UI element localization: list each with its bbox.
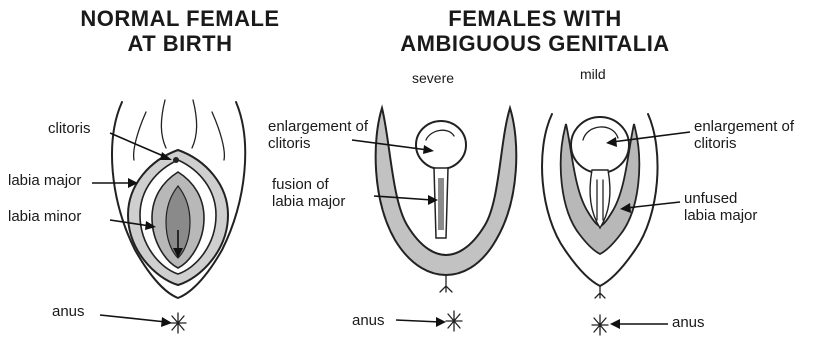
mild-genitalia-illustration	[542, 114, 658, 335]
label-labia-major: labia major	[8, 172, 81, 189]
label-anus-mild: anus	[672, 314, 705, 331]
label-enlargement-severe: enlargement of clitoris	[268, 118, 368, 152]
title-normal-female-text: NORMAL FEMALE AT BIRTH	[80, 6, 279, 56]
normal-genitalia-illustration	[112, 100, 245, 333]
label-anus-normal: anus	[52, 303, 85, 320]
severe-anus-mark	[446, 311, 462, 331]
mild-anus-mark	[592, 315, 608, 335]
title-normal-female: NORMAL FEMALE AT BIRTH	[55, 6, 305, 56]
label-fusion-labia: fusion of labia major	[272, 176, 345, 210]
label-labia-minor: labia minor	[8, 208, 81, 225]
label-clitoris: clitoris	[48, 120, 91, 137]
title-ambiguous-genitalia: FEMALES WITH AMBIGUOUS GENITALIA	[370, 6, 700, 56]
subtitle-severe: severe	[412, 70, 454, 87]
title-ambiguous-genitalia-text: FEMALES WITH AMBIGUOUS GENITALIA	[400, 6, 669, 56]
label-anus-severe: anus	[352, 312, 385, 329]
subtitle-mild: mild	[580, 66, 606, 83]
normal-anus-mark	[170, 313, 186, 333]
severe-genitalia-illustration	[376, 108, 517, 331]
label-unfused-labia: unfused labia major	[684, 190, 757, 224]
label-enlargement-mild: enlargement of clitoris	[694, 118, 794, 152]
